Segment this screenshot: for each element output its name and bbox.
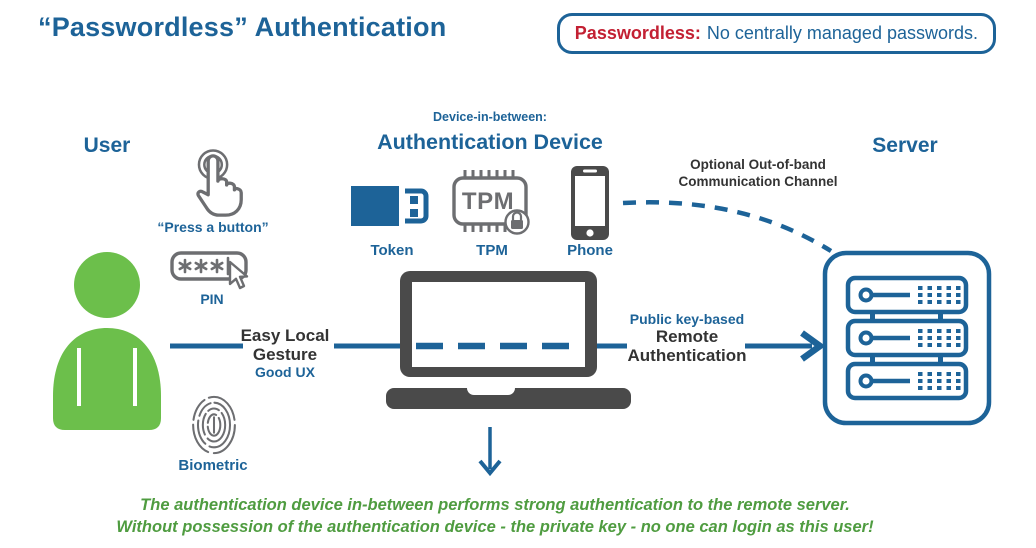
gesture-line1: Easy Local xyxy=(240,326,330,345)
gesture-label: Easy Local Gesture xyxy=(225,326,345,364)
page-title: “Passwordless” Authentication xyxy=(38,12,447,42)
server-heading: Server xyxy=(872,134,938,157)
remote-label: Remote xyxy=(655,327,719,346)
server-unit xyxy=(845,361,969,401)
footer-line1: The authentication device in-between per… xyxy=(140,496,850,514)
phone-icon xyxy=(571,166,609,240)
oob-dashed-curve xyxy=(622,200,833,253)
laptop-notch xyxy=(467,388,515,395)
tpm-chip-icon: TPM xyxy=(452,170,530,235)
pin-label: PIN xyxy=(200,291,224,307)
definition-term: Passwordless: xyxy=(574,23,701,43)
device-heading: Authentication Device xyxy=(377,130,603,154)
definition-callout: Passwordless:No centrally managed passwo… xyxy=(556,13,996,54)
remote-auth-arrowhead xyxy=(800,330,826,362)
press-button-label: “Press a button” xyxy=(157,219,269,235)
token-usb-icon xyxy=(351,186,429,226)
phone-label: Phone xyxy=(567,242,613,259)
authentication-label: Authentication xyxy=(627,345,747,365)
down-arrowhead xyxy=(478,459,502,477)
server-unit xyxy=(845,275,969,315)
pin-input-icon xyxy=(170,251,249,290)
good-ux-label: Good UX xyxy=(255,364,315,380)
oob-line1: Optional Out-of-band xyxy=(690,157,826,172)
footer-line2: Without possession of the authentication… xyxy=(116,518,874,536)
device-kicker: Device-in-between: xyxy=(433,110,547,124)
biometric-label: Biometric xyxy=(178,457,248,474)
oob-channel-label: Optional Out-of-band Communication Chann… xyxy=(658,156,858,190)
server-unit xyxy=(845,318,969,358)
tpm-label: TPM xyxy=(476,242,508,259)
remote-auth-label: Public key-based Remote Authentication xyxy=(612,311,762,365)
user-person-icon xyxy=(53,252,161,430)
oob-line2: Communication Channel xyxy=(678,174,838,189)
definition-text: No centrally managed passwords. xyxy=(706,23,978,43)
token-label: Token xyxy=(370,242,414,259)
public-key-based-label: Public key-based xyxy=(629,311,745,327)
gesture-line2: Gesture xyxy=(252,345,318,364)
user-heading: User xyxy=(83,134,131,157)
tpm-chip-text: TPM xyxy=(462,188,514,215)
server-rack-icon xyxy=(822,250,992,426)
footer-note: The authentication device in-between per… xyxy=(0,494,990,538)
laptop-screen xyxy=(412,282,585,367)
laptop-base xyxy=(386,388,631,409)
fingerprint-icon xyxy=(192,395,236,455)
press-button-icon xyxy=(196,149,243,217)
